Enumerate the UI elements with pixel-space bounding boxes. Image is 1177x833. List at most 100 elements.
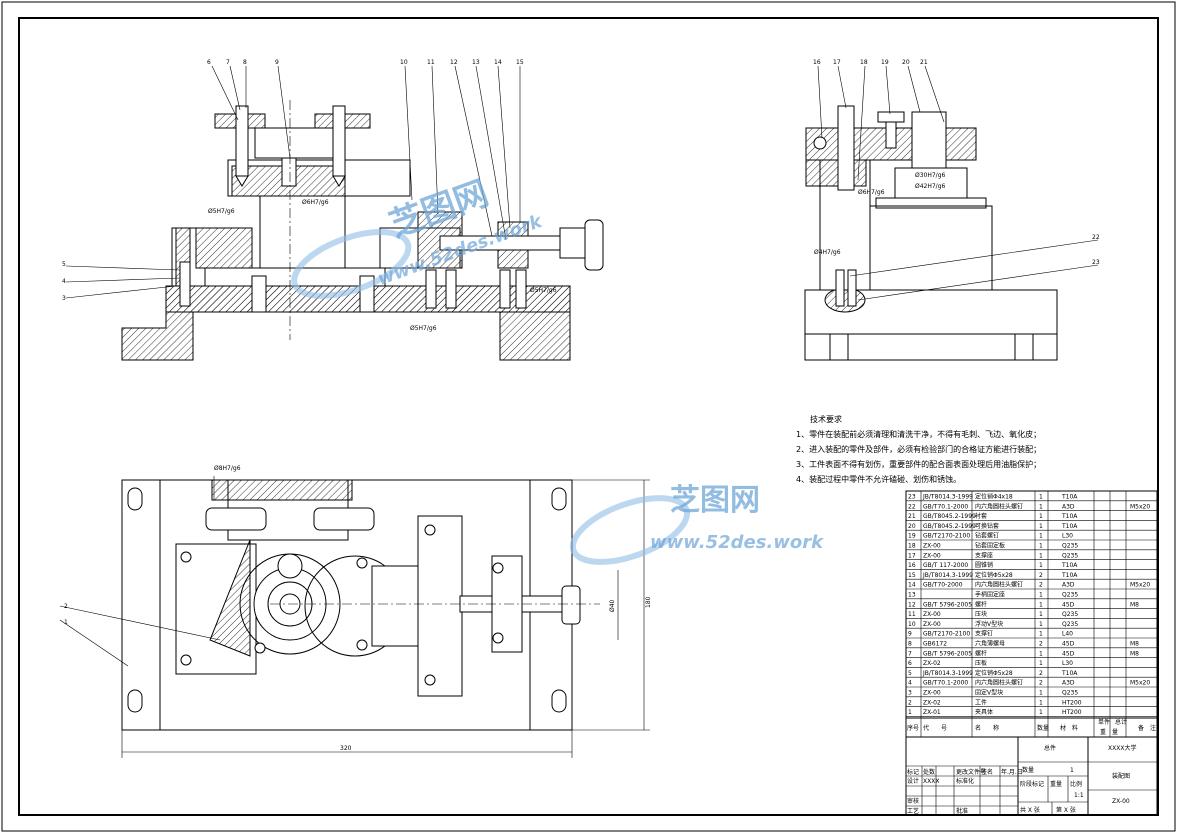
- bom-name: 支撑钉: [975, 630, 993, 638]
- balloon: 22: [1092, 234, 1100, 241]
- bom-no: 20: [908, 523, 916, 530]
- title-qty-label: 数量: [1022, 766, 1034, 774]
- fit-label: Ø6H7/g6: [858, 189, 885, 196]
- bom-no: 2: [908, 699, 912, 706]
- fit-label: Ø5H7/g6: [530, 287, 557, 294]
- bom-code: GB/T70-2000: [923, 582, 963, 589]
- balloon: 23: [1092, 259, 1100, 266]
- bom-no: 8: [908, 641, 912, 648]
- title-qty: 1: [1070, 767, 1074, 774]
- bom-mat: Q235: [1062, 592, 1078, 599]
- bom-code: JB/T8014.3-1999: [922, 494, 973, 501]
- bom-name: 螺杆: [975, 649, 987, 657]
- bom-qty: 1: [1039, 611, 1043, 618]
- bom-note: M5x20: [1130, 503, 1150, 510]
- tech-line: 3、工件表面不得有划伤，重要部件的配合面表面处理后用油脂保护；: [796, 459, 1041, 469]
- bom-code: GB/T 117-2000: [923, 562, 968, 569]
- bom-mat: L30: [1062, 533, 1073, 540]
- bom-header-no: 序号: [907, 724, 919, 732]
- bom-qty: 1: [1039, 503, 1043, 510]
- balloon: 9: [275, 59, 279, 66]
- bom-no: 17: [908, 552, 916, 559]
- bom-note: M5x20: [1130, 582, 1150, 589]
- bom-qty: 1: [1039, 699, 1043, 706]
- dim-diameter: Ø40: [609, 599, 616, 612]
- bom-qty: 1: [1039, 592, 1043, 599]
- watermark-en: www.52des.work: [650, 532, 824, 553]
- bom-no: 16: [908, 562, 916, 569]
- bom-code: GB/T2170-2100: [923, 533, 970, 540]
- bom-qty: 1: [1039, 621, 1043, 628]
- bom-mat: Q235: [1062, 690, 1078, 697]
- bom-name: 定位销Φ5x28: [975, 669, 1013, 677]
- dim-height: 180: [645, 596, 652, 608]
- handle-knob: [584, 219, 604, 271]
- fit-label: Ø5H7/g6: [208, 208, 235, 215]
- balloon: 19: [881, 59, 889, 66]
- bom-no: 23: [908, 494, 916, 501]
- bom-mat: Q235: [1062, 543, 1078, 550]
- bom-mat: T10A: [1061, 513, 1078, 520]
- title-sheets-total: 共 X 张: [1020, 806, 1040, 814]
- bom-header-code: 代 号: [923, 724, 947, 732]
- bom-mat: Q235: [1062, 552, 1078, 559]
- title-scale-val: 1:1: [1074, 792, 1084, 799]
- balloon: 7: [226, 59, 230, 66]
- bom-qty: 1: [1039, 709, 1043, 716]
- bom-mat: 45D: [1062, 650, 1075, 657]
- balloon: 17: [833, 59, 841, 66]
- bom-mat: HT200: [1062, 709, 1082, 716]
- title-process: 工艺: [907, 807, 919, 815]
- bom-name: 钻套固定板: [975, 542, 1005, 550]
- bom-qty: 1: [1039, 533, 1043, 540]
- bom-qty: 2: [1039, 670, 1043, 677]
- bom-mat: HT200: [1062, 699, 1082, 706]
- fit-label: Ø4H7/g6: [814, 249, 841, 256]
- bom-qty: 1: [1039, 650, 1043, 657]
- inner-border: [18, 17, 1159, 816]
- bom-no: 11: [908, 611, 916, 618]
- clamp-plate: [254, 127, 346, 159]
- bom-no: 9: [908, 631, 912, 638]
- bom-name: 钻套螺钉: [975, 532, 999, 540]
- bom-mat: 45D: [1062, 601, 1075, 608]
- bom-no: 18: [908, 543, 916, 550]
- tech-line: 1、零件在装配前必须清理和清洗干净，不得有毛刺、飞边、氧化皮；: [796, 429, 1041, 439]
- title-std: 标准化: [956, 777, 974, 785]
- bom-code: GB6172: [923, 641, 947, 648]
- support-pin: [281, 157, 297, 187]
- bom-mat: T10A: [1061, 523, 1078, 530]
- bom-no: 21: [908, 513, 916, 520]
- plan-view: [121, 479, 600, 731]
- bom-no: 13: [908, 592, 916, 599]
- balloon: 1: [64, 619, 68, 626]
- bom-name: 内六角圆柱头螺钉: [975, 679, 1023, 687]
- bom-no: 19: [908, 533, 916, 540]
- balloon: 18: [860, 59, 868, 66]
- title-mark: 标记: [907, 768, 919, 776]
- bom-qty: 1: [1039, 552, 1043, 559]
- bom-header-mat: 材 料: [1060, 724, 1078, 732]
- bom-code: ZX-00: [923, 543, 941, 550]
- side-leaders: [817, 65, 1099, 301]
- bom-mat: T10A: [1061, 494, 1078, 501]
- bom-no: 4: [908, 680, 912, 687]
- side-fits: Ø30H7/g6 Ø42H7/g6 Ø6H7/g6 Ø4H7/g6: [814, 172, 946, 256]
- bom-code: ZX-00: [923, 611, 941, 618]
- balloon: 3: [62, 295, 66, 302]
- bom-note: M8: [1130, 601, 1139, 608]
- title-designer: XXXX: [923, 778, 939, 785]
- title-university: XXXX大学: [1108, 744, 1136, 752]
- bom-name: 可换钻套: [975, 522, 999, 530]
- balloon: 10: [400, 59, 408, 66]
- bom-no: 1: [908, 709, 912, 716]
- bom-header-row: 序号 代 号 名 称 数量 材 料 单件 总计 重 量 备 注: [906, 717, 1157, 736]
- bom-no: 3: [908, 690, 912, 697]
- bom-no: 22: [908, 503, 916, 510]
- bom-code: ZX-02: [923, 660, 941, 667]
- bom-mat: L40: [1062, 631, 1073, 638]
- bom-header-name: 名 称: [975, 724, 999, 732]
- bom-name: 衬套: [975, 512, 987, 520]
